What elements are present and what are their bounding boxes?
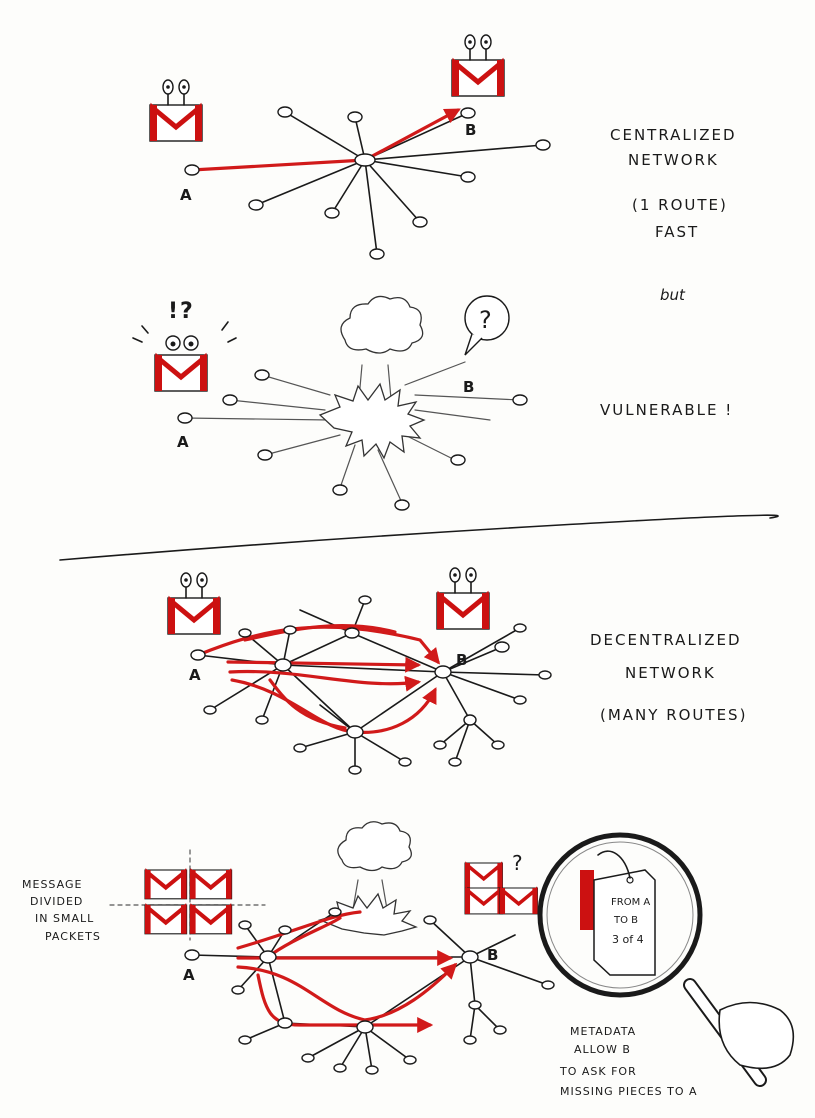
- packet-edge: [580, 870, 594, 930]
- receiver-question-mark: ?: [512, 851, 523, 875]
- explosion-cloud-icon: [318, 821, 418, 936]
- metadata-tag: [593, 869, 656, 976]
- panel-vulnerable: !? ? A B but VULNERABLE !: [132, 286, 733, 511]
- metadata-caption-line4: MISSING PIECES TO A: [560, 1085, 698, 1098]
- glove-hand-icon: [718, 1001, 795, 1070]
- message-caption-line2: DIVIDED: [30, 895, 83, 908]
- metadata-caption-line1: METADATA: [570, 1025, 636, 1038]
- node-a-label: A: [189, 666, 201, 684]
- shock-lines: [132, 321, 237, 343]
- panel-packets: MESSAGE DIVIDED IN SMALL PACKETS: [22, 821, 795, 1098]
- speech-bubble: ?: [464, 295, 510, 356]
- tag-line3: 3 of 4: [612, 933, 644, 946]
- magnifier-icon: FROM A TO B 3 of 4: [537, 832, 795, 1087]
- centralized-caption-line1: CENTRALIZED: [610, 126, 737, 144]
- packet-network-graph: [184, 907, 555, 1075]
- packet-envelopes-grid: [109, 849, 266, 941]
- received-envelopes-icon: [463, 861, 540, 916]
- panel-decentralized: A B DECENTRALIZED NETWORK (MANY ROUTES): [168, 567, 747, 775]
- node-a-label: A: [180, 186, 192, 204]
- centralized-caption-line3: (1 ROUTE): [632, 196, 728, 214]
- decentralized-network-graph: [190, 595, 552, 775]
- node-b-label: B: [463, 378, 474, 396]
- envelope-icon: [155, 335, 207, 391]
- but-text: but: [660, 286, 686, 304]
- message-caption-line1: MESSAGE: [22, 878, 82, 891]
- decentralized-caption-line1: DECENTRALIZED: [590, 631, 742, 649]
- panel-centralized: A B CENTRALIZED NETWORK (1 ROUTE) FAST: [150, 34, 737, 260]
- metadata-caption-line3: TO ASK FOR: [559, 1065, 637, 1078]
- bubble-question-mark: ?: [479, 306, 492, 334]
- envelope-icon: [437, 567, 489, 629]
- node-b-label: B: [487, 946, 498, 964]
- node-b-label: B: [465, 121, 476, 139]
- metadata-caption-line2: ALLOW B: [574, 1043, 631, 1056]
- envelope-icon: [452, 34, 504, 96]
- centralized-caption-line2: NETWORK: [628, 151, 719, 169]
- explosion-cloud-icon: [318, 295, 426, 460]
- destroyed-network-graph: [177, 361, 528, 511]
- centralized-network-graph: [184, 106, 551, 260]
- envelope-icon: [150, 79, 202, 141]
- tag-line1: FROM A: [611, 897, 650, 908]
- divider-line: [59, 514, 779, 561]
- envelope-icon: [168, 572, 220, 634]
- node-b-label: B: [456, 651, 467, 669]
- surprise-mark: !?: [168, 299, 195, 324]
- decentralized-caption-line2: NETWORK: [625, 664, 716, 682]
- centralized-caption-line4: FAST: [655, 223, 699, 241]
- node-a-label: A: [177, 433, 189, 451]
- message-caption-line3: IN SMALL: [35, 912, 94, 925]
- message-caption-line4: PACKETS: [45, 930, 101, 943]
- node-a-label: A: [183, 966, 195, 984]
- decentralized-caption-line3: (MANY ROUTES): [600, 706, 747, 724]
- tag-line2: TO B: [613, 915, 638, 926]
- vulnerable-text: VULNERABLE !: [600, 401, 733, 419]
